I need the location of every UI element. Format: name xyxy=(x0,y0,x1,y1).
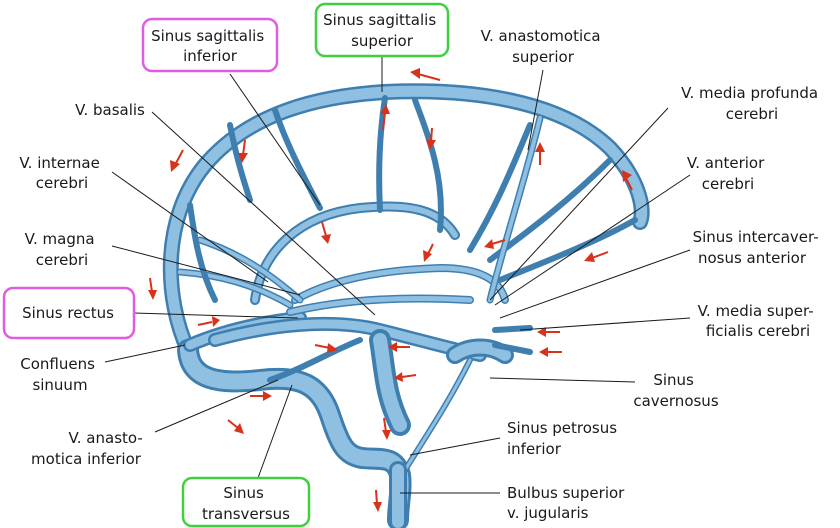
labels: Sinus sagittalis inferior Sinus sagittal… xyxy=(19,11,824,523)
flow-direction-arrow xyxy=(314,343,338,353)
label-v-anterior-cerebri: V. anterior cerebri xyxy=(687,154,769,193)
flow-direction-arrow xyxy=(148,277,157,300)
vein-network xyxy=(162,83,650,528)
flow-direction-arrow xyxy=(382,417,391,440)
flow-direction-arrow xyxy=(423,243,434,262)
flow-direction-arrow xyxy=(535,142,545,165)
label-sinus-petrosus-inferior: Sinus petrosus inferior xyxy=(507,419,622,458)
label-confluens-sinuum: Confluens sinuum xyxy=(20,355,99,394)
flow-direction-arrow xyxy=(380,104,390,131)
highlight-box-sinus-sagittalis-inferior xyxy=(141,17,279,73)
label-v-internae-cerebri: V. internae cerebri xyxy=(19,154,104,192)
flow-direction-arrow xyxy=(227,419,244,434)
flow-direction-arrow xyxy=(539,347,562,357)
label-bulbus-superior-v-jugularis: Bulbus superior v. jugularis xyxy=(507,484,629,522)
highlight-box-sinus-transversus xyxy=(181,476,311,528)
label-sinus-sagittalis-inferior: Sinus sagittalis inferior xyxy=(151,27,269,65)
label-sinus-transversus: Sinus transversus xyxy=(202,484,290,523)
flow-direction-arrow xyxy=(388,342,410,352)
flow-direction-arrow xyxy=(321,221,331,244)
label-v-media-profunda-cerebri: V. media profunda cerebri xyxy=(681,84,823,123)
flow-direction-arrows xyxy=(148,68,633,512)
flow-direction-arrow xyxy=(170,149,184,172)
flow-direction-arrow xyxy=(426,127,436,150)
flow-direction-arrow xyxy=(622,170,633,191)
flow-direction-arrow xyxy=(537,327,560,337)
label-v-anastomotica-inferior: V. anasto- motica inferior xyxy=(31,429,148,468)
label-sinus-sagittalis-superior: Sinus sagittalis superior xyxy=(323,11,441,50)
highlight-box-sinus-rectus xyxy=(2,286,136,340)
flow-direction-arrow xyxy=(197,316,220,327)
label-v-basalis: V. basalis xyxy=(75,101,145,119)
flow-direction-arrow xyxy=(484,239,506,249)
highlight-box-sinus-sagittalis-superior xyxy=(314,2,450,58)
label-sinus-rectus: Sinus rectus xyxy=(22,304,114,322)
label-v-media-superficialis-cerebri: V. media super- ficialis cerebri xyxy=(698,302,819,340)
flow-direction-arrow xyxy=(394,372,417,382)
flow-direction-arrow xyxy=(373,489,382,512)
label-sinus-cavernosus: Sinus cavernosus xyxy=(633,371,718,410)
flow-direction-arrow xyxy=(250,391,272,401)
label-sinus-intercavernosus-anterior: Sinus intercaver- nosus anterior xyxy=(693,228,824,267)
flow-direction-arrow xyxy=(238,139,248,163)
label-v-magna-cerebri: V. magna cerebri xyxy=(25,230,100,269)
label-v-anastomotica-superior: V. anastomotica superior xyxy=(481,27,606,66)
leader-lines xyxy=(104,56,691,494)
flow-direction-arrow xyxy=(584,251,609,262)
flow-direction-arrow xyxy=(410,68,441,81)
